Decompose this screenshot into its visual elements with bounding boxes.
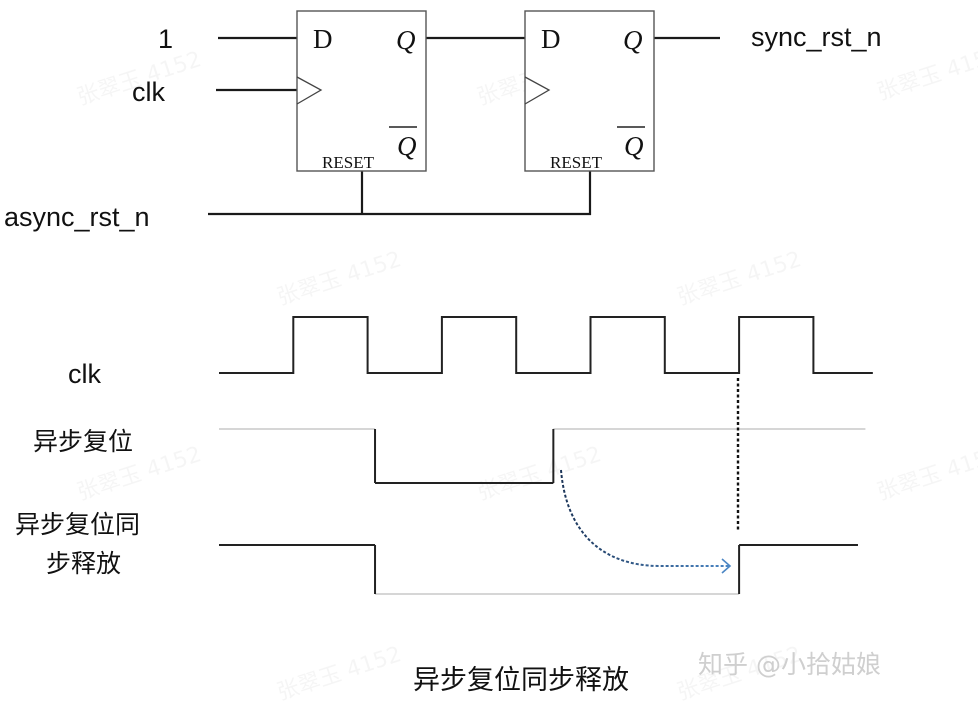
flip-flop-2: D Q Q RESET xyxy=(524,10,655,172)
watermark-text: 张翠玉 4152 xyxy=(874,42,978,106)
brand-watermark: 知乎 @小拾姑娘 xyxy=(698,650,881,679)
qbar-pin-label: Q xyxy=(397,131,417,161)
watermark-text: 张翠玉 4152 xyxy=(874,442,978,506)
schematic: 1 clk async_rst_n sync_rst_n D Q Q RESET… xyxy=(4,10,882,232)
flip-flop-1: D Q Q RESET xyxy=(296,10,427,172)
release-delay-arrow xyxy=(560,469,729,567)
watermark-text: 张翠玉 4152 xyxy=(274,247,404,311)
input-label-d-const: 1 xyxy=(158,24,173,54)
signal-label-sync-release-line1: 异步复位同 xyxy=(15,510,140,539)
d-pin-label: D xyxy=(541,24,561,54)
signal-label-sync-release-line2: 步释放 xyxy=(46,549,121,578)
sync-release-waveform xyxy=(219,544,858,595)
timing-diagram: clk 异步复位 异步复位同 步释放 xyxy=(15,316,873,595)
reset-pin-label: RESET xyxy=(322,153,375,172)
input-label-clk: clk xyxy=(132,77,165,107)
signal-label-clk: clk xyxy=(68,359,101,389)
watermark-text: 张翠玉 4152 xyxy=(274,642,404,706)
clock-triangle-icon xyxy=(524,76,551,105)
output-label-sync-rst: sync_rst_n xyxy=(751,22,882,52)
async-reset-waveform xyxy=(219,428,866,484)
arrow-head-icon xyxy=(721,558,732,574)
input-label-async-rst: async_rst_n xyxy=(4,202,150,232)
watermark-text: 张翠玉 4152 xyxy=(474,442,604,506)
d-pin-label: D xyxy=(313,24,333,54)
clock-triangle-icon xyxy=(296,76,323,105)
flip-flop-body xyxy=(296,10,427,172)
qbar-pin-label: Q xyxy=(624,131,644,161)
figure-caption: 异步复位同步释放 xyxy=(413,665,629,696)
reset-pin-label: RESET xyxy=(550,153,603,172)
q-pin-label: Q xyxy=(623,25,643,55)
q-pin-label: Q xyxy=(396,25,416,55)
clk-waveform xyxy=(219,316,873,374)
signal-label-async-reset: 异步复位 xyxy=(33,427,133,456)
watermark-text: 张翠玉 4152 xyxy=(674,247,804,311)
